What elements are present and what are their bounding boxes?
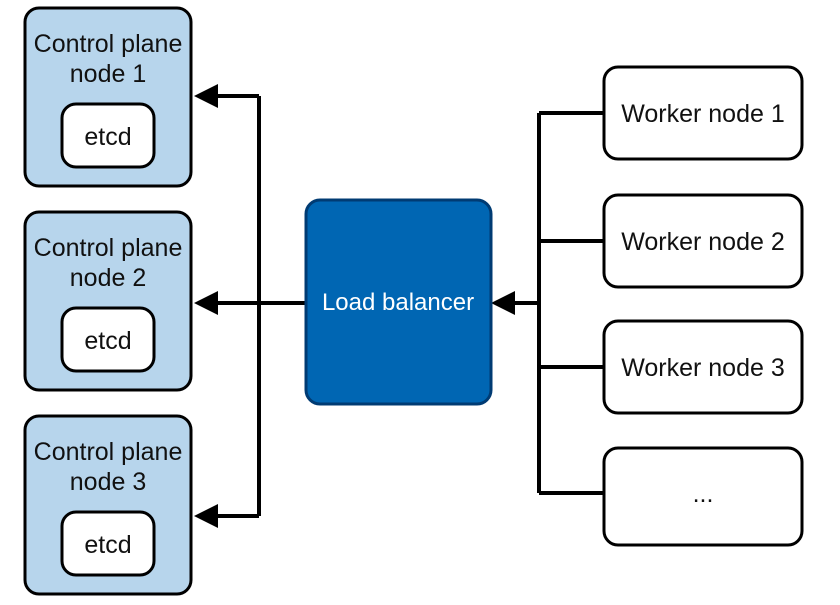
- control-plane-node-2-label-line1: Control plane: [34, 234, 183, 262]
- etcd-box-1: [60, 102, 156, 169]
- control-plane-node-1-label-line1: Control plane: [34, 30, 183, 58]
- worker-node-more-label: ...: [693, 480, 714, 508]
- etcd-box-3: [60, 510, 156, 577]
- etcd-label-1: etcd: [84, 123, 131, 151]
- worker-node-2: Worker node 2: [602, 193, 804, 289]
- arrow-to-control-plane-2: [194, 291, 218, 315]
- load-balancer: Load balancer: [304, 198, 493, 406]
- etcd-label-3: etcd: [84, 531, 131, 559]
- worker-node-more-box: [602, 446, 804, 547]
- control-plane-node-3-label-line1: Control plane: [34, 438, 183, 466]
- worker-node-3-label: Worker node 3: [621, 354, 785, 382]
- etcd-box-2: [60, 306, 156, 373]
- worker-node-2-label: Worker node 2: [621, 228, 785, 256]
- worker-node-1-label: Worker node 1: [621, 100, 785, 128]
- worker-connectors: [491, 111, 604, 495]
- control-plane-node-3: Control plane node 3 etcd: [23, 414, 193, 596]
- worker-node-2-box: [602, 193, 804, 289]
- worker-node-1: Worker node 1: [602, 65, 804, 161]
- worker-node-more: ...: [602, 446, 804, 547]
- control-plane-node-1-label-line2: node 1: [70, 60, 146, 88]
- worker-node-3: Worker node 3: [602, 319, 804, 415]
- control-plane-node-2-label-line2: node 2: [70, 264, 146, 292]
- control-plane-connectors: [194, 84, 306, 528]
- control-plane-node-1: Control plane node 1 etcd: [23, 6, 193, 188]
- control-plane-node-2: Control plane node 2 etcd: [23, 210, 193, 392]
- worker-node-3-box: [602, 319, 804, 415]
- worker-node-1-box: [602, 65, 804, 161]
- load-balancer-label: Load balancer: [322, 289, 474, 316]
- arrow-to-load-balancer: [491, 291, 515, 315]
- etcd-label-2: etcd: [84, 327, 131, 355]
- load-balancer-box: [304, 198, 493, 406]
- arrow-to-control-plane-3: [194, 504, 218, 528]
- control-plane-node-3-label-line2: node 3: [70, 468, 146, 496]
- arrow-to-control-plane-1: [194, 84, 218, 108]
